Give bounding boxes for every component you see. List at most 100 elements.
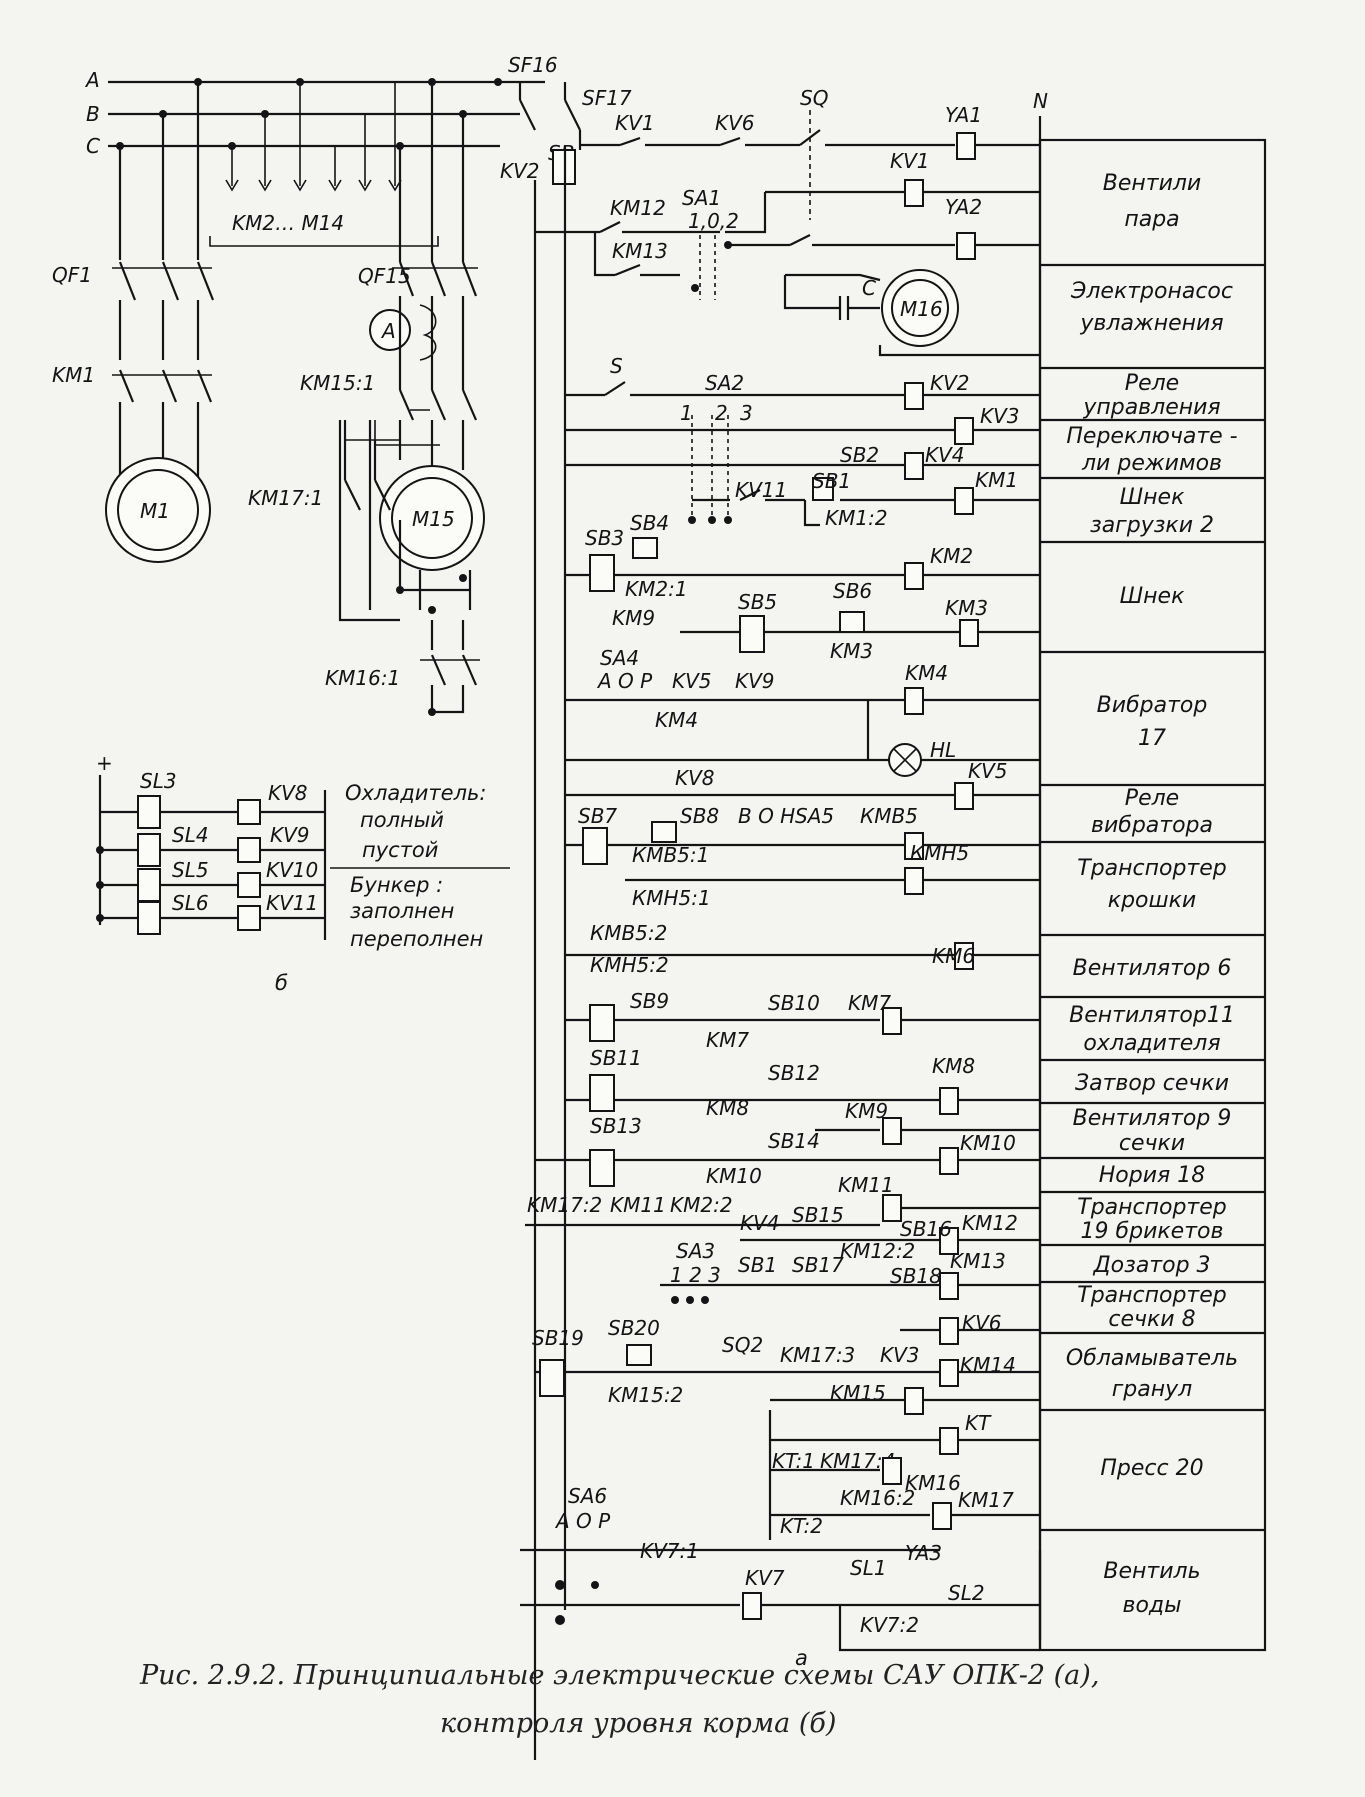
section-steam-valves-l1: Вентили	[1103, 171, 1201, 196]
section-dividers	[1040, 263, 1265, 1532]
km1-coil-label: KM1	[975, 468, 1018, 492]
sa1-label: SA1	[682, 186, 721, 210]
sb4-label: SB4	[630, 511, 669, 535]
kv3-coil-label: KV3	[980, 404, 1020, 428]
kv8-contact-label: KV8	[675, 766, 715, 790]
sa3-label: SA3	[676, 1239, 715, 1263]
cooler-heading: Охладитель:	[345, 781, 486, 805]
section-fan9-l2: сечки	[1119, 1131, 1185, 1156]
section-auger2-l1: Шнек	[1120, 485, 1185, 510]
sq-label: SQ	[800, 86, 828, 110]
ya1-label: YA1	[945, 103, 982, 127]
sb9-label: SB9	[630, 989, 669, 1013]
km13-contact-label: KM13	[612, 239, 668, 263]
section-pump-l1: Электронасос	[1070, 279, 1233, 304]
kv5-coil-label: KV5	[968, 759, 1008, 783]
km17-coil-label: KM17	[958, 1488, 1014, 1512]
kv7-coil	[742, 1592, 762, 1620]
caption-line-2: контроля уровня корма (б)	[440, 1708, 837, 1739]
sa1-positions-label: 1,0,2	[688, 209, 739, 233]
ya2-coil	[956, 232, 976, 260]
section-table: Вентили пара Электронасос увлажнения Рел…	[1038, 138, 1267, 1652]
sf16-label: SF16	[508, 53, 558, 77]
km2-coil	[904, 562, 924, 590]
km7-contact-label: KM7	[706, 1028, 749, 1052]
figure-caption: Рис. 2.9.2. Принципиальные электрические…	[140, 1652, 1240, 1748]
kv7-coil-label: KV7	[745, 1566, 785, 1590]
sa5-positions: В О Н	[738, 804, 795, 828]
km2-coil-label: KM2	[930, 544, 973, 568]
kv2-main-label: KV2	[500, 159, 540, 183]
kv3-contact-label: KV3	[880, 1343, 920, 1367]
cooler-full: полный	[360, 808, 444, 832]
motor-m1-label: M1	[140, 499, 170, 523]
sb1-label: SB1	[812, 469, 851, 493]
kv6-coil	[939, 1317, 959, 1345]
section-breaker-l1: Обламыватель	[1066, 1346, 1238, 1371]
section-auger: Шнек	[1120, 584, 1185, 609]
section-water-valve-l2: воды	[1122, 1593, 1181, 1618]
km11-coil-label: KM11	[838, 1173, 894, 1197]
km14-coil	[939, 1359, 959, 1387]
section-control-relay-l2: управления	[1082, 395, 1220, 420]
caption-line-1: Рис. 2.9.2. Принципиальные электрические…	[140, 1660, 1100, 1691]
section-fan9-l1: Вентилятор 9	[1073, 1106, 1232, 1131]
section-vibrator-relay-l2: вибратора	[1091, 813, 1213, 838]
sf17-label: SF17	[582, 86, 632, 110]
km13-coil-label: KM13	[950, 1249, 1006, 1273]
section-crumb-conveyor-l1: Транспортер	[1077, 856, 1227, 881]
capacitor-label: C	[862, 276, 876, 300]
kmn5-coil	[904, 867, 924, 895]
section-chaff-conveyor-l2: сечки 8	[1108, 1307, 1195, 1332]
section-vibrator-l2: 17	[1138, 726, 1166, 751]
km6-coil-label: KM6	[932, 944, 975, 968]
sa4-positions: A O P	[596, 669, 653, 693]
kmv5-coil-label: КМВ5	[860, 804, 918, 828]
km11-coil	[882, 1194, 902, 1222]
bunker-overfilled: переполнен	[350, 927, 483, 951]
km8-coil-label: KM8	[932, 1054, 975, 1078]
kmn5-1-label: КМН5:1	[632, 886, 711, 910]
kv9-contact-label: KV9	[735, 669, 775, 693]
sl3-label: SL3	[140, 769, 177, 793]
kv6-coil-label: KV6	[962, 1311, 1002, 1335]
s-label: S	[610, 354, 623, 378]
kmn5-2-label: КМН5:2	[590, 953, 669, 977]
km17-coil	[932, 1502, 952, 1530]
section-dispenser: Дозатор 3	[1092, 1253, 1210, 1278]
kv1-coil	[904, 179, 924, 207]
section-gate: Затвор сечки	[1075, 1071, 1229, 1096]
power-circuit: A B C KM2… M14 QF1	[52, 68, 545, 716]
section-pump-l2: увлажнения	[1079, 311, 1223, 336]
sa3-positions: 1 2 3	[670, 1263, 721, 1287]
km16-2-label: KM16:2	[840, 1486, 915, 1510]
km15-1-label: KM15:1	[300, 371, 375, 395]
km16-coil-label: KM16	[905, 1471, 961, 1495]
kv1-contact-label: KV1	[615, 111, 655, 135]
section-auger2-l2: загрузки 2	[1090, 513, 1214, 538]
kv7-1-label: KV7:1	[640, 1539, 699, 1563]
sa4-label: SA4	[600, 646, 639, 670]
sl2-label: SL2	[948, 1581, 985, 1605]
ammeter-label: A	[380, 319, 396, 343]
kv5-coil	[954, 782, 974, 810]
km17-2-label: KM17:2	[527, 1193, 602, 1217]
tag-b: б	[275, 971, 288, 995]
km4-coil-label: KM4	[905, 661, 948, 685]
section-vibrator-l1: Вибратор	[1097, 693, 1208, 718]
km8-coil	[939, 1087, 959, 1115]
level-control-scheme: + SL3 SL4 SL5 SL6 KV8 KV9 KV10 KV11 Ох	[96, 751, 510, 995]
phase-b-label: B	[86, 102, 100, 126]
km1-power-label: KM1	[52, 363, 95, 387]
sb3-label: SB3	[585, 526, 624, 550]
motor-bus-label: KM2… M14	[232, 211, 344, 235]
kv9-coil-label: KV9	[270, 823, 310, 847]
kv5-contact-label: KV5	[672, 669, 712, 693]
motor-m15-label: M15	[412, 507, 455, 531]
section-elevator: Нория 18	[1099, 1163, 1206, 1188]
section-fan11-l2: охладителя	[1083, 1031, 1220, 1056]
control-rungs: KV1 KV6 SQ YA1 KV1 KM12 SA1 1,0,2 YA2 KM…	[520, 86, 1042, 1670]
ya3-label: YA3	[905, 1541, 942, 1565]
cooler-empty: пустой	[362, 838, 438, 862]
km13-coil	[939, 1272, 959, 1300]
